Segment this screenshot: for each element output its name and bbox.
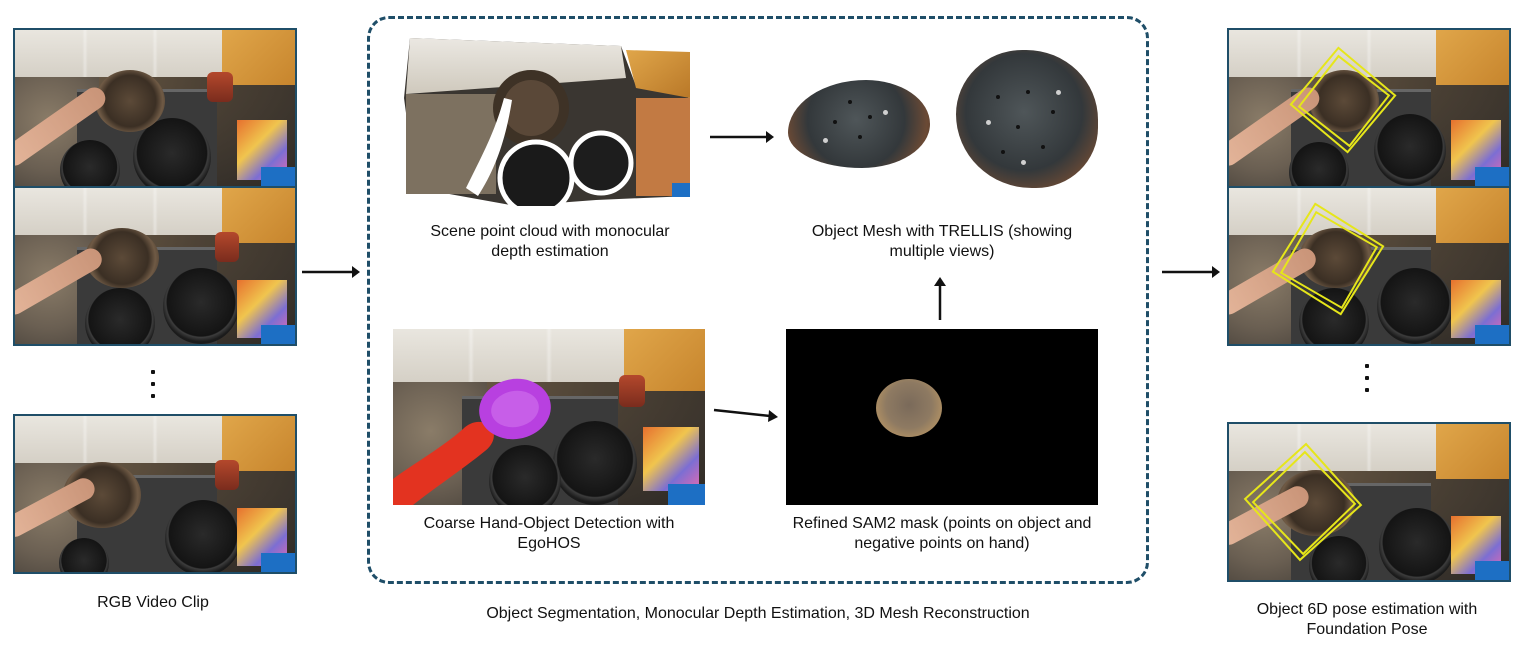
hand-object-detection-frame xyxy=(393,329,705,505)
object-mesh-view-2 xyxy=(956,50,1098,188)
mesh-caption: Object Mesh with TRELLIS (showing multip… xyxy=(811,223,1073,260)
point-cloud-caption: Scene point cloud with monocular depth e… xyxy=(430,223,670,260)
sam2-mask-caption: Refined SAM2 mask (points on object and … xyxy=(792,515,1092,552)
object-mesh-view-1 xyxy=(788,80,930,168)
sam2-mask-panel xyxy=(786,329,1098,505)
arrow-to-segmentation xyxy=(302,266,360,278)
arrow-to-mesh xyxy=(710,131,774,143)
rgb-frame-2 xyxy=(13,186,297,346)
pose-estimation-caption: Object 6D pose estimation with Foundatio… xyxy=(1256,601,1478,638)
arrow-to-pose-estimation xyxy=(1162,266,1220,278)
masked-object xyxy=(876,379,942,437)
arrow-to-sam2-mask xyxy=(713,408,778,422)
ellipsis-dots xyxy=(148,370,158,406)
segmentation-group-caption: Object Segmentation, Monocular Depth Est… xyxy=(486,605,1030,622)
arrow-up-to-mesh xyxy=(934,277,946,320)
segmentation-masks xyxy=(393,378,551,505)
pose-frame-2 xyxy=(1227,186,1511,346)
scene-point-cloud xyxy=(404,38,690,206)
pose-frame-1 xyxy=(1227,28,1511,188)
rgb-video-caption: RGB Video Clip xyxy=(97,594,209,611)
rgb-frame-n xyxy=(13,414,297,574)
segmentation-group xyxy=(367,16,1149,584)
pose-frame-n xyxy=(1227,422,1511,582)
ellipsis-dots-right xyxy=(1362,364,1372,400)
rgb-frame-1 xyxy=(13,28,297,188)
detection-caption: Coarse Hand-Object Detection with EgoHOS xyxy=(423,515,675,552)
